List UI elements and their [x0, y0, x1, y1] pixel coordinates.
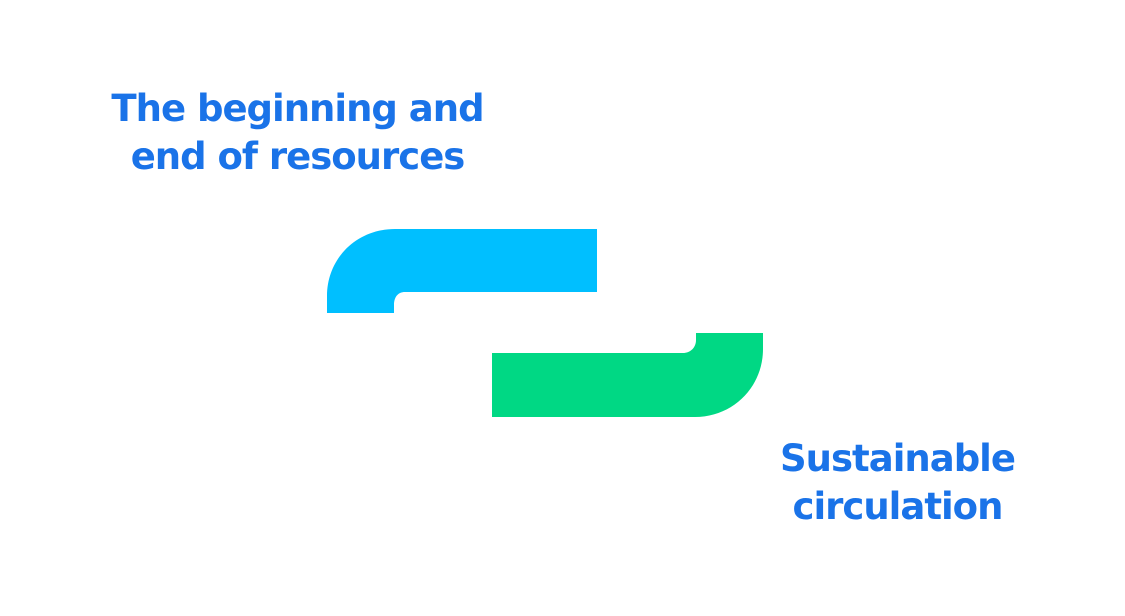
caption-circulation-line2: circulation [792, 485, 1004, 528]
caption-circulation-line1: Sustainable [780, 437, 1016, 480]
caption-resources-line2: end of resources [130, 135, 466, 178]
caption-resources: The beginning and end of resources [100, 85, 495, 181]
green-curved-pipe-icon [492, 333, 763, 417]
caption-circulation: Sustainable circulation [765, 435, 1030, 531]
caption-resources-line1: The beginning and [111, 87, 484, 130]
blue-curved-pipe-icon [327, 229, 597, 313]
